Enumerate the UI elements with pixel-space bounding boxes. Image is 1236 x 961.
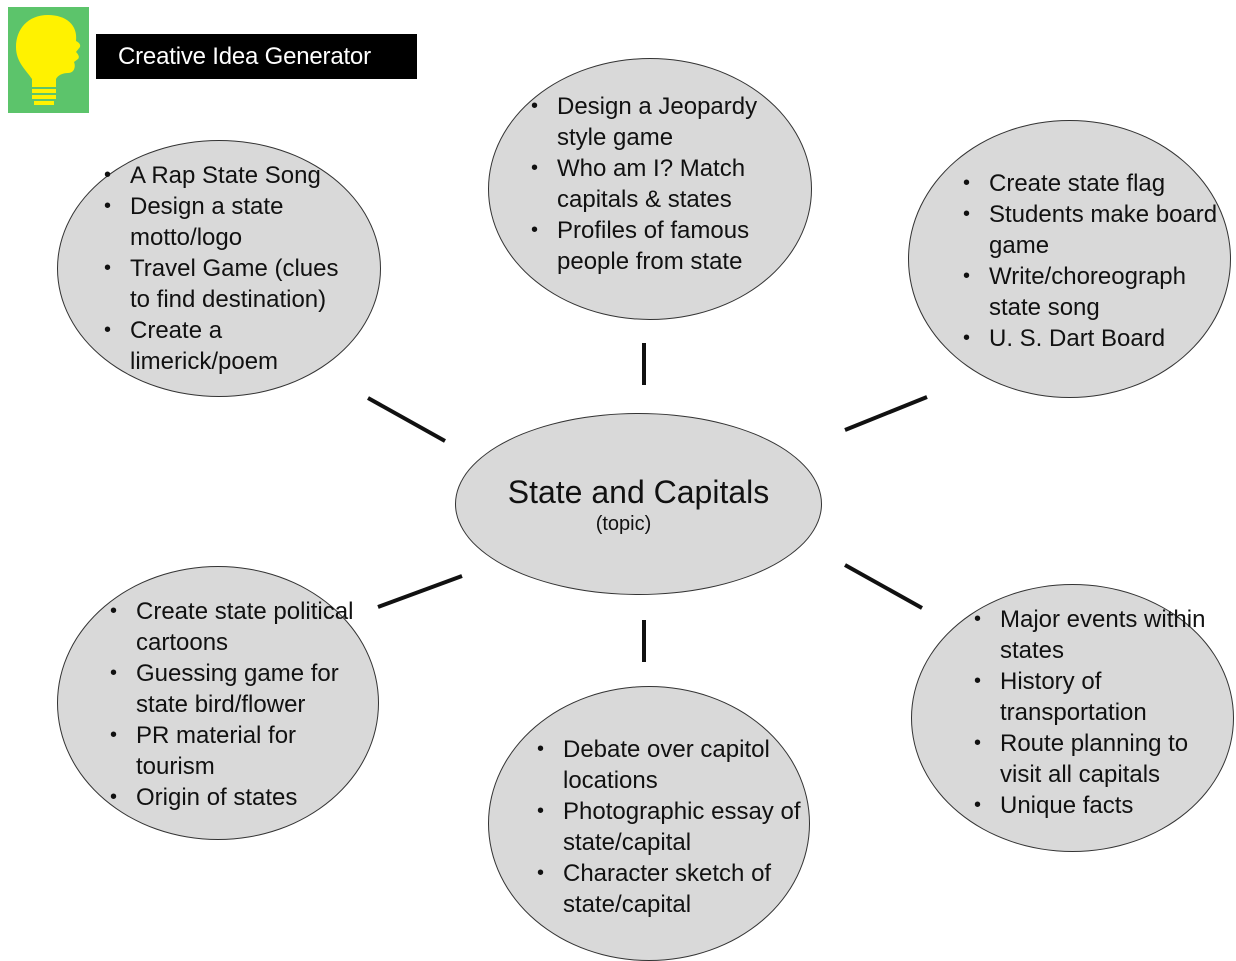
- idea-item: Create a limerick/poem: [104, 315, 364, 377]
- idea-item: U. S. Dart Board: [963, 323, 1228, 354]
- idea-item: PR material for tourism: [110, 720, 378, 782]
- idea-item: Profiles of famous people from state: [531, 215, 791, 277]
- connector-top-left: [367, 396, 446, 443]
- connector-bottom-right: [844, 563, 923, 610]
- connector-top-right: [844, 395, 928, 432]
- idea-bubble-bottom-left: Create state political cartoons Guessing…: [57, 566, 379, 840]
- idea-item: Route planning to visit all capitals: [974, 728, 1230, 790]
- idea-item: Students make board game: [963, 199, 1228, 261]
- idea-item: Unique facts: [974, 790, 1230, 821]
- page-title: Creative Idea Generator: [96, 34, 417, 79]
- idea-item: Create state political cartoons: [110, 596, 378, 658]
- idea-item: Design a Jeopardy style game: [531, 91, 791, 153]
- idea-item: History of transportation: [974, 666, 1230, 728]
- idea-bubble-top-center: Design a Jeopardy style game Who am I? M…: [488, 58, 812, 320]
- idea-list: Design a Jeopardy style game Who am I? M…: [531, 91, 791, 277]
- idea-item: Who am I? Match capitals & states: [531, 153, 791, 215]
- idea-item: Photographic essay of state/capital: [537, 796, 805, 858]
- idea-bubble-top-left: A Rap State Song Design a state motto/lo…: [57, 140, 381, 397]
- idea-item: Travel Game (clues to find destination): [104, 253, 364, 315]
- idea-item: A Rap State Song: [104, 160, 364, 191]
- topic-title: State and Capitals: [507, 474, 770, 510]
- idea-list: Create state flag Students make board ga…: [963, 168, 1228, 354]
- idea-list: Create state political cartoons Guessing…: [110, 596, 378, 813]
- connector-bottom-left: [377, 574, 463, 609]
- idea-list: Debate over capitol locations Photograph…: [537, 734, 805, 920]
- topic-subtitle: (topic): [595, 513, 652, 535]
- idea-item: Debate over capitol locations: [537, 734, 805, 796]
- idea-list: Major events within states History of tr…: [974, 604, 1230, 821]
- idea-item: Major events within states: [974, 604, 1230, 666]
- topic-bubble: State and Capitals (topic): [455, 413, 822, 595]
- idea-item: Origin of states: [110, 782, 378, 813]
- idea-item: Create state flag: [963, 168, 1228, 199]
- idea-item: Guessing game for state bird/flower: [110, 658, 378, 720]
- idea-bubble-bottom-right: Major events within states History of tr…: [911, 584, 1234, 852]
- logo-lightbulb-icon: [8, 7, 89, 113]
- idea-list: A Rap State Song Design a state motto/lo…: [104, 160, 364, 377]
- idea-item: Design a state motto/logo: [104, 191, 364, 253]
- idea-item: Character sketch of state/capital: [537, 858, 805, 920]
- idea-bubble-bottom-center: Debate over capitol locations Photograph…: [488, 686, 810, 961]
- idea-bubble-top-right: Create state flag Students make board ga…: [908, 120, 1231, 398]
- idea-item: Write/choreograph state song: [963, 261, 1228, 323]
